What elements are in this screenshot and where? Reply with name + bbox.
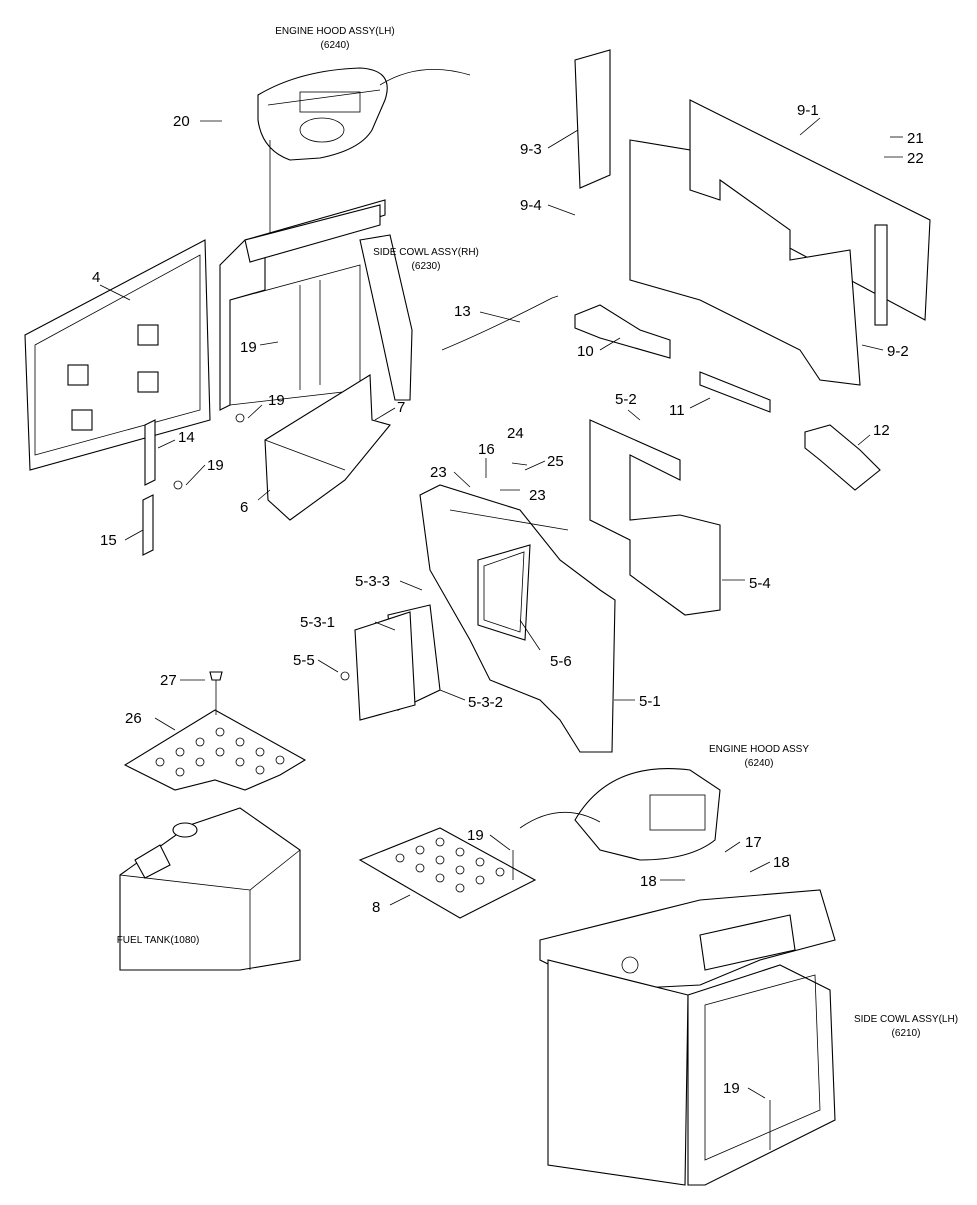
callout-5-1: 5-1 [639,693,661,710]
foam-10 [574,304,671,359]
leader-lines [124,117,903,1099]
callouts: 20 9-3 9-4 9-1 21 22 9-2 4 13 10 19 19 7… [92,102,924,1097]
callout-5-3-3: 5-3-3 [355,573,390,590]
callout-5-6: 5-6 [550,653,572,670]
callout-9-4: 9-4 [520,197,542,214]
side-cowl-lh [539,889,836,1186]
callout-16: 16 [478,441,495,458]
foam-12 [804,424,881,491]
callout-8: 8 [372,899,380,916]
callout-10: 10 [577,343,594,360]
callout-18-a: 18 [640,873,657,890]
label-engine-hood-name: ENGINE HOOD ASSY [709,744,809,755]
callout-19-e: 19 [723,1080,740,1097]
callout-27: 27 [160,672,177,689]
label-fuel-tank: FUEL TANK(1080) [117,935,200,946]
assembly-labels: ENGINE HOOD ASSY(LH) (6240) SIDE COWL AS… [117,26,958,1039]
panel-9 [574,49,931,386]
fuel-tank [119,807,301,971]
panel-4 [24,239,211,471]
callout-25: 25 [547,453,564,470]
label-side-cowl-rh-code: (6230) [412,261,441,272]
label-side-cowl-lh-code: (6210) [892,1028,921,1039]
label-side-cowl-lh-name: SIDE COWL ASSY(LH) [854,1014,958,1025]
callout-19-a: 19 [240,339,257,356]
foam-11 [699,371,771,413]
callout-20: 20 [173,113,190,130]
engine-hood-lh [257,67,471,240]
callout-11: 11 [669,402,685,419]
callout-5-2: 5-2 [615,391,637,408]
callout-5-3-2: 5-3-2 [468,694,503,711]
callout-5-5: 5-5 [293,652,315,669]
label-engine-hood-lh-code: (6240) [321,40,350,51]
plate-26 [123,671,307,791]
callout-9-2: 9-2 [887,343,909,360]
callout-22: 22 [907,150,924,167]
callout-21: 21 [907,130,924,147]
callout-26: 26 [125,710,142,727]
callout-15: 15 [100,532,117,549]
callout-7: 7 [397,399,405,416]
callout-6: 6 [240,499,248,516]
plate-6-7 [235,374,391,521]
callout-9-1: 9-1 [797,102,819,119]
label-engine-hood-code: (6240) [745,758,774,769]
callout-5-4: 5-4 [749,575,771,592]
rod-13 [441,295,559,351]
callout-19-c: 19 [207,457,224,474]
panel-5-2 [589,419,721,616]
callout-23-b: 23 [529,487,546,504]
panel-5-1 [419,484,616,753]
label-engine-hood-lh-name: ENGINE HOOD ASSY(LH) [275,26,394,37]
callout-23-a: 23 [430,464,447,481]
callout-12: 12 [873,422,890,439]
strip-14-15 [142,419,183,556]
callout-19-d: 19 [467,827,484,844]
engine-hood [519,768,721,861]
callout-4: 4 [92,269,100,286]
callout-17: 17 [745,834,762,851]
callout-24: 24 [507,425,524,442]
plate-8 [358,827,537,919]
callout-18-b: 18 [773,854,790,871]
callout-13: 13 [454,303,471,320]
callout-9-3: 9-3 [520,141,542,158]
label-side-cowl-rh-name: SIDE COWL ASSY(RH) [373,247,479,258]
part-5-3 [340,604,441,721]
callout-14: 14 [178,429,195,446]
callout-19-b: 19 [268,392,285,409]
side-cowl-rh-frame [219,199,413,411]
callout-5-3-1: 5-3-1 [300,614,335,631]
